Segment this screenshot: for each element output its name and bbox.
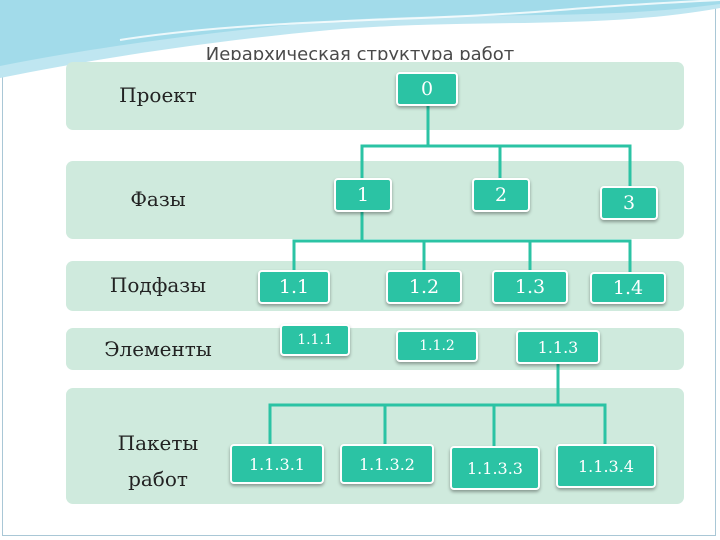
wbs-node-root: 0	[396, 72, 458, 106]
wbs-node-phase-2: 2	[472, 178, 530, 212]
band-subphases	[66, 261, 684, 311]
band-project	[66, 62, 684, 130]
level-label-workpackages-line1: Пакеты	[117, 431, 199, 455]
wbs-node-subphase-1-2: 1.2	[386, 270, 462, 304]
header-wave-decoration	[0, 0, 720, 78]
wbs-node-element-1-1-1: 1.1.1	[280, 324, 350, 356]
level-label-project: Проект	[119, 83, 197, 107]
wbs-node-phase-3: 3	[600, 186, 658, 220]
level-label-subphases: Подфазы	[109, 273, 207, 297]
wbs-node-workpackage-1-1-3-1: 1.1.3.1	[230, 444, 324, 484]
wbs-node-workpackage-1-1-3-2: 1.1.3.2	[340, 444, 434, 484]
wbs-node-subphase-1-4: 1.4	[590, 272, 666, 304]
diagram-title: Иерархическая структура работ	[205, 44, 515, 60]
level-label-elements: Элементы	[104, 337, 212, 361]
wbs-node-workpackage-1-1-3-3: 1.1.3.3	[450, 446, 540, 490]
wbs-node-phase-1: 1	[334, 178, 392, 212]
wbs-node-subphase-1-1: 1.1	[258, 270, 330, 304]
wbs-node-element-1-1-2: 1.1.2	[396, 330, 478, 362]
level-label-workpackages-line2: работ	[128, 467, 188, 491]
wbs-node-workpackage-1-1-3-4: 1.1.3.4	[556, 444, 656, 488]
level-label-phases: Фазы	[130, 187, 186, 211]
wbs-node-subphase-1-3: 1.3	[492, 270, 568, 304]
wbs-node-element-1-1-3: 1.1.3	[516, 330, 600, 364]
